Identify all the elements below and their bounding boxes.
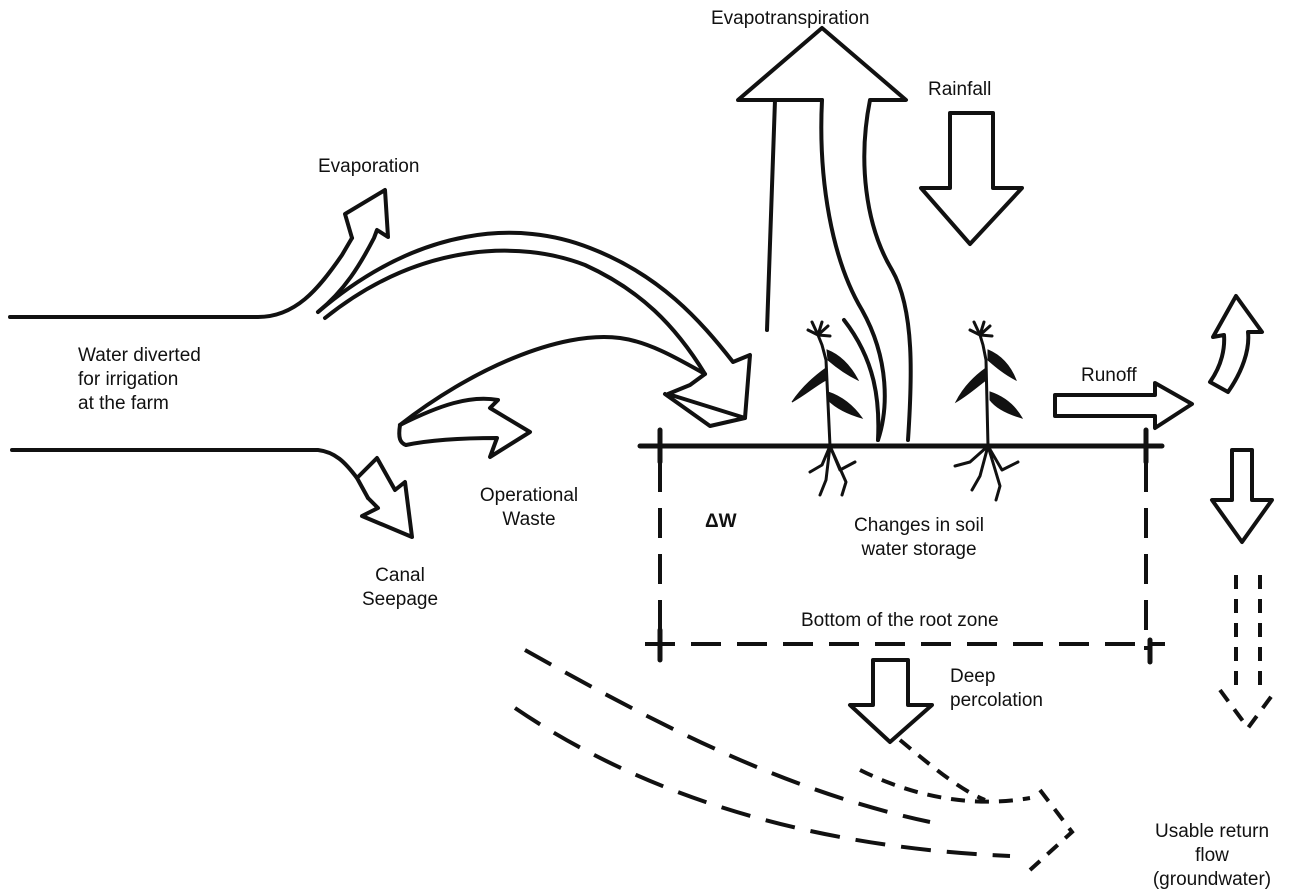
evaporation-label: Evaporation bbox=[318, 156, 420, 177]
ground-surface bbox=[637, 427, 1165, 465]
deep-percolation-arrow bbox=[848, 658, 934, 744]
runoff-label: Runoff bbox=[1081, 365, 1137, 386]
soil-storage-line-2: water storage bbox=[861, 539, 977, 560]
operational-waste-line-2: Waste bbox=[502, 509, 556, 530]
side-dashed-down-arrow bbox=[1218, 575, 1278, 732]
canal-seepage-label: Canal Seepage bbox=[352, 564, 448, 612]
return-flow-line-2: flow bbox=[1195, 845, 1229, 866]
runoff-arrow bbox=[1053, 381, 1194, 430]
return-flow-line-3: (groundwater) bbox=[1152, 869, 1272, 890]
operational-waste-line-1: Operational bbox=[479, 485, 579, 506]
soil-storage-label: Changes in soil water storage bbox=[834, 514, 1004, 562]
root-zone-box bbox=[645, 462, 1165, 665]
return-flow-arrows bbox=[513, 648, 1075, 872]
operational-waste-flow bbox=[397, 335, 747, 459]
return-flow-label: Usable return flow (groundwater) bbox=[1132, 820, 1292, 892]
canal-seepage-arrow bbox=[355, 456, 414, 539]
root-zone-bottom-label: Bottom of the root zone bbox=[801, 610, 999, 631]
operational-waste-label: Operational Waste bbox=[466, 484, 592, 532]
evapotranspiration-arrow bbox=[736, 26, 913, 442]
deep-percolation-line-2: percolation bbox=[950, 690, 1043, 711]
return-flow-line-1: Usable return bbox=[1154, 821, 1270, 842]
plant-right bbox=[953, 320, 1024, 502]
evapotranspiration-label: Evapotranspiration bbox=[711, 8, 870, 29]
rainfall-arrow bbox=[919, 111, 1024, 246]
plant-left bbox=[791, 320, 864, 497]
side-up-arrow bbox=[1208, 294, 1264, 394]
deep-percolation-label: Deep percolation bbox=[950, 665, 1043, 713]
soil-storage-line-1: Changes in soil bbox=[854, 515, 984, 536]
canal-seepage-line-1: Canal bbox=[375, 565, 425, 586]
delta-w-label: ΔW bbox=[705, 511, 737, 532]
canal-seepage-line-2: Seepage bbox=[361, 589, 439, 610]
deep-percolation-line-1: Deep bbox=[950, 666, 996, 687]
water-diverted-line-1: Water diverted bbox=[78, 345, 201, 366]
water-diverted-line-2: for irrigation bbox=[78, 369, 179, 390]
side-down-arrow bbox=[1210, 448, 1274, 544]
evaporation-arrow bbox=[316, 188, 390, 314]
rainfall-label: Rainfall bbox=[928, 79, 992, 100]
water-diverted-line-3: at the farm bbox=[78, 393, 169, 414]
irrigation-inflow-arrow bbox=[316, 230, 752, 420]
water-diverted-label: Water diverted for irrigation at the far… bbox=[78, 344, 201, 416]
